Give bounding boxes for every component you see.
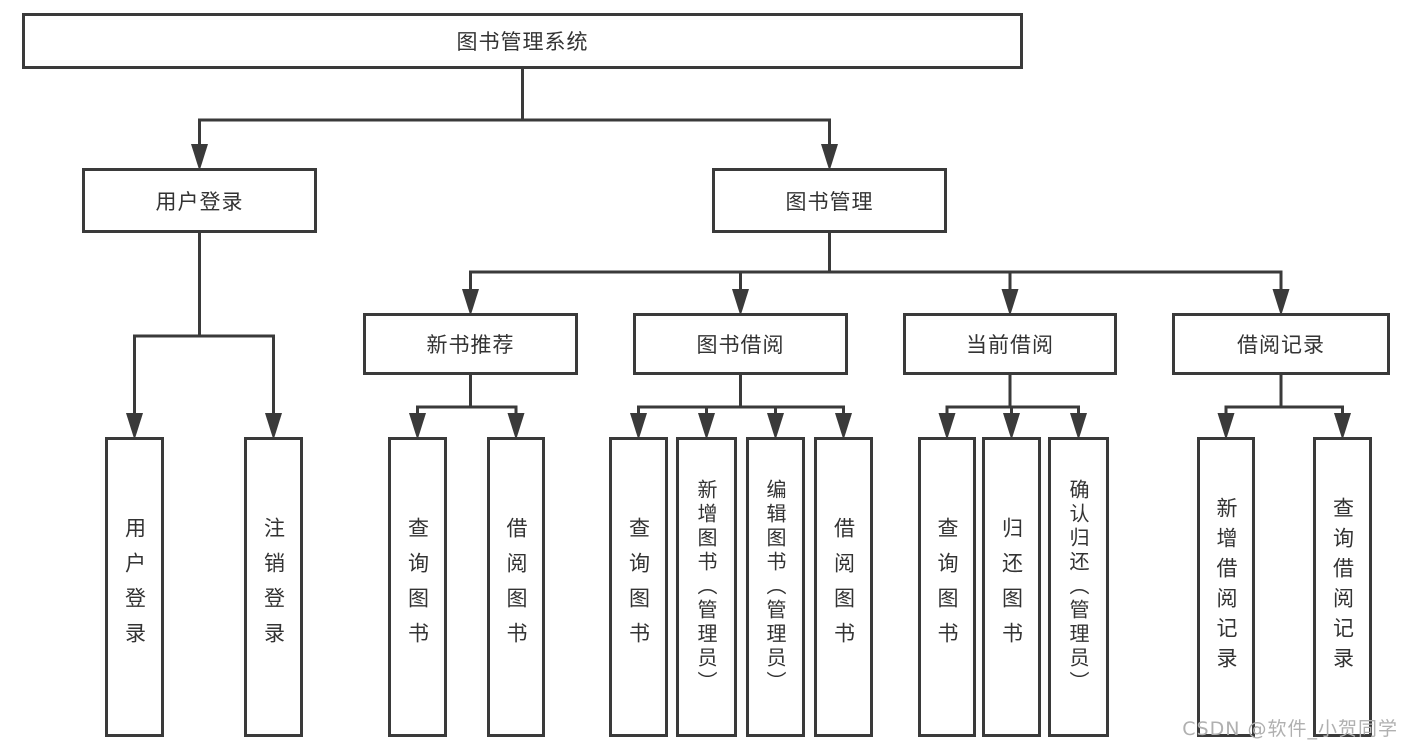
node-bb-query: 查询图书	[609, 437, 668, 737]
node-label: 编辑图书（管理员）	[763, 479, 787, 695]
arrowhead-icon	[126, 413, 143, 440]
node-label: 查询图书	[626, 517, 651, 657]
node-new-book-rec: 新书推荐	[363, 313, 578, 375]
node-label: 用户登录	[122, 517, 147, 657]
watermark: CSDN @软件_小贺同学	[1182, 718, 1398, 740]
node-label: 新增借阅记录	[1214, 497, 1238, 677]
arrowhead-icon	[409, 413, 426, 440]
node-root: 图书管理系统	[22, 13, 1023, 69]
node-label: 图书借阅	[696, 333, 785, 357]
arrowhead-icon	[732, 289, 749, 316]
node-label: 图书管理	[785, 189, 874, 214]
node-logout: 注销登录	[244, 437, 303, 737]
arrowhead-icon	[1003, 413, 1020, 440]
arrowhead-icon	[191, 144, 208, 171]
node-label: 借阅记录	[1237, 333, 1325, 357]
arrowhead-icon	[1001, 289, 1019, 316]
arrowhead-icon	[265, 413, 282, 440]
node-borrow-record: 借阅记录	[1172, 313, 1390, 375]
node-br-query: 查询借阅记录	[1313, 437, 1372, 737]
node-label: 新增图书（管理员）	[694, 479, 718, 695]
node-label: 借阅图书	[831, 517, 856, 657]
arrowhead-icon	[507, 413, 525, 440]
node-bb-borrow: 借阅图书	[814, 437, 873, 737]
node-label: 归还图书	[999, 517, 1024, 657]
node-book-mgmt: 图书管理	[712, 168, 947, 233]
node-br-add: 新增借阅记录	[1197, 437, 1255, 737]
arrowhead-icon	[767, 413, 784, 440]
arrowhead-icon	[1334, 413, 1351, 440]
node-label: 查询图书	[405, 517, 430, 657]
node-label: 借阅图书	[504, 517, 528, 657]
arrowhead-icon	[835, 413, 852, 440]
node-label: 确认归还（管理员）	[1066, 479, 1090, 695]
node-label: 查询图书	[935, 517, 959, 657]
node-bb-edit: 编辑图书（管理员）	[746, 437, 805, 737]
node-cb-confirm: 确认归还（管理员）	[1048, 437, 1109, 737]
arrowhead-icon	[1217, 413, 1235, 440]
arrowhead-icon	[698, 413, 715, 440]
node-cb-return: 归还图书	[982, 437, 1041, 737]
node-book-borrow: 图书借阅	[633, 313, 848, 375]
node-label: 用户登录	[155, 189, 244, 214]
node-cb-query: 查询图书	[918, 437, 976, 737]
node-current-borrow: 当前借阅	[903, 313, 1117, 375]
node-label: 当前借阅	[966, 333, 1054, 357]
arrowhead-icon	[462, 289, 479, 316]
node-label: 新书推荐	[426, 333, 515, 357]
node-bb-add: 新增图书（管理员）	[676, 437, 737, 737]
node-label: 图书管理系统	[456, 30, 589, 54]
arrowhead-icon	[938, 413, 956, 440]
node-label: 注销登录	[261, 517, 286, 657]
arrowhead-icon	[821, 144, 838, 171]
node-label: 查询借阅记录	[1330, 497, 1355, 677]
arrowhead-icon	[630, 413, 647, 440]
node-nb-query: 查询图书	[388, 437, 447, 737]
arrowhead-icon	[1070, 413, 1087, 440]
arrowhead-icon	[1272, 289, 1290, 316]
node-user-login: 用户登录	[82, 168, 317, 233]
node-user-login-op: 用户登录	[105, 437, 164, 737]
node-nb-borrow: 借阅图书	[487, 437, 545, 737]
